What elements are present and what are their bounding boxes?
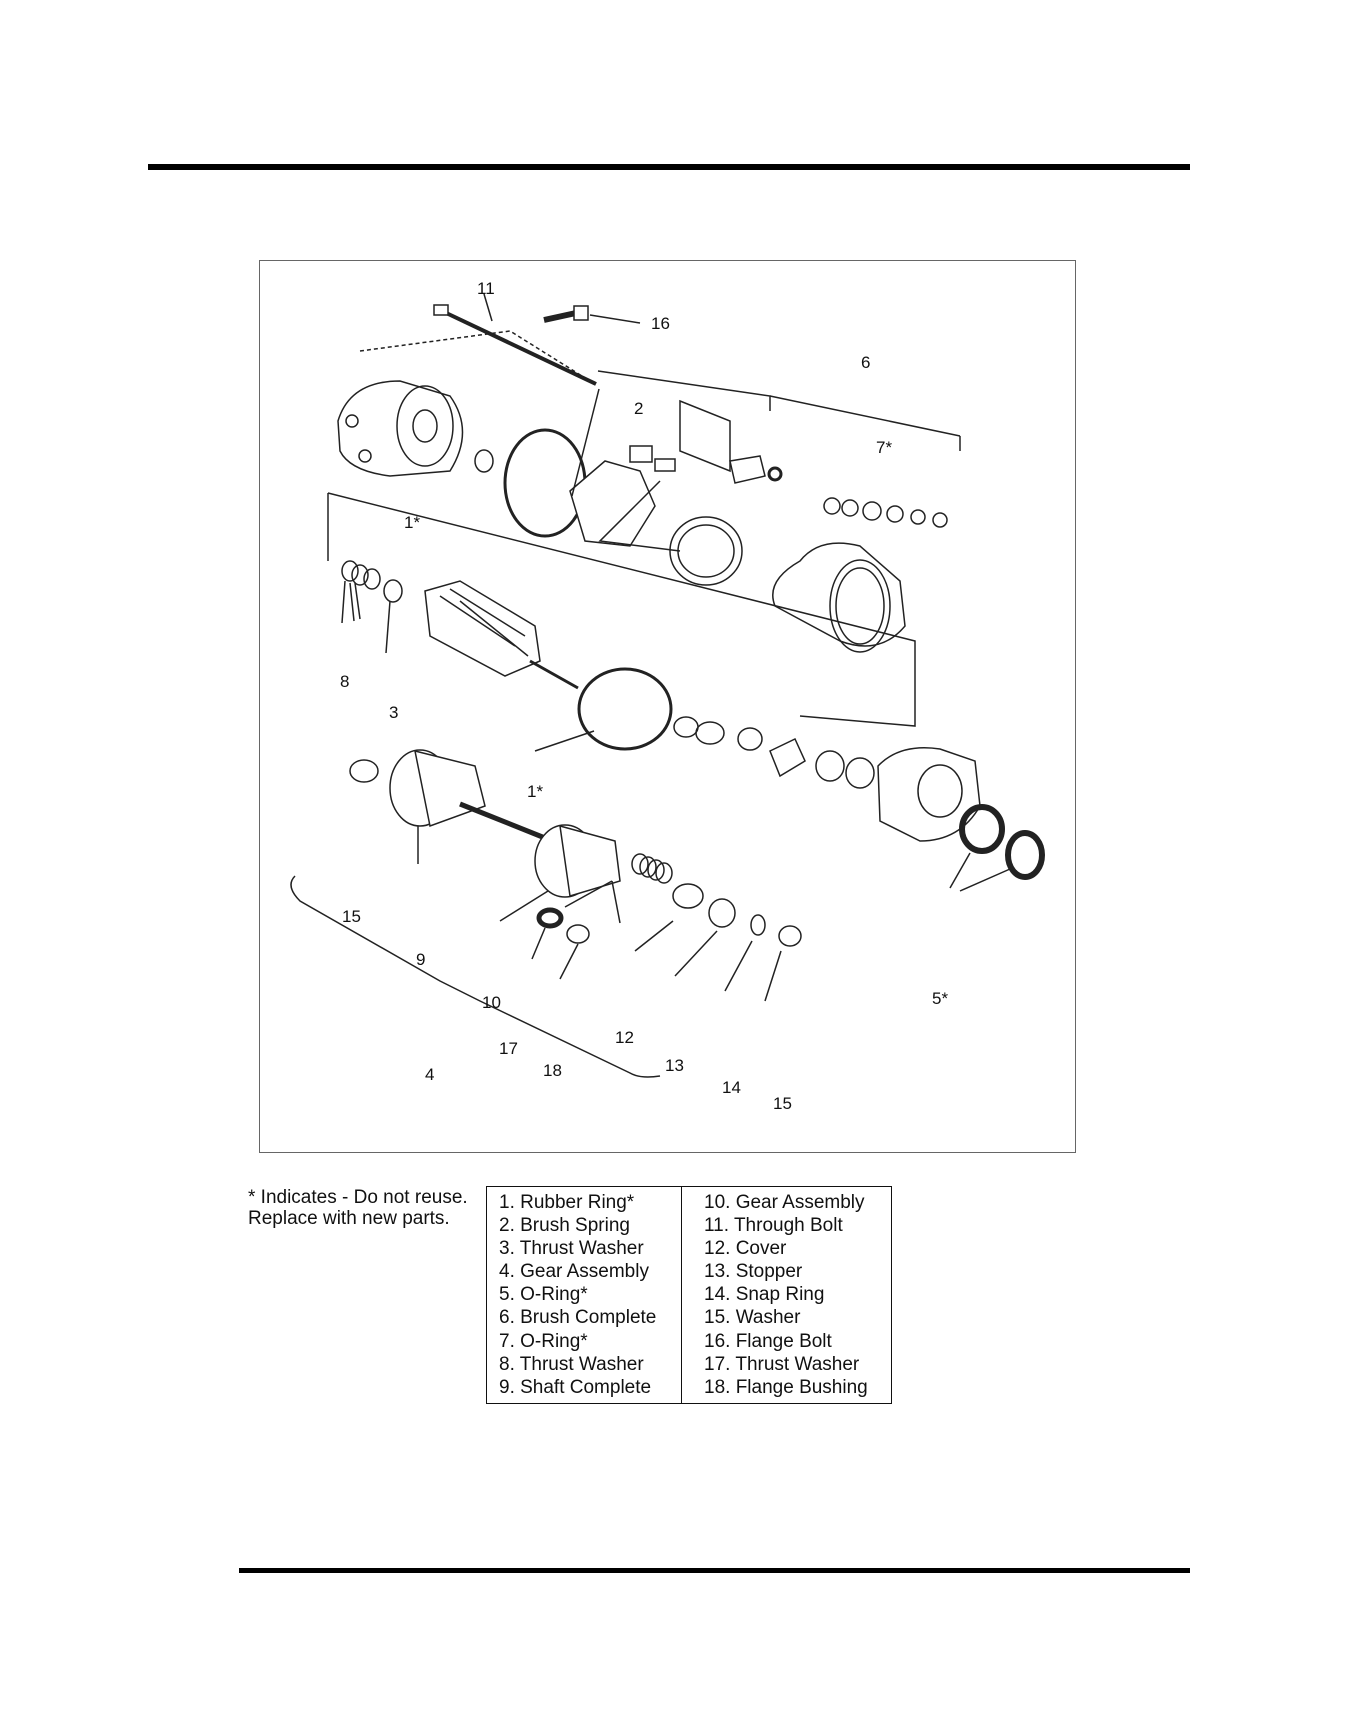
legend-item: 17. Thrust Washer — [704, 1353, 860, 1375]
legend-item: 10. Gear Assembly — [704, 1192, 865, 1213]
callout-15-right: 15 — [773, 1094, 792, 1113]
legend-item: 9. Shaft Complete — [499, 1376, 652, 1398]
callout-15-left: 15 — [342, 907, 361, 926]
callout-4: 4 — [425, 1065, 434, 1084]
callout-1-lower: 1* — [527, 782, 543, 801]
callout-14: 14 — [722, 1078, 741, 1097]
legend-column-right: 10. Gear Assembly 11. Through Bolt 12. C… — [682, 1187, 868, 1403]
bottom-rule — [239, 1568, 1190, 1573]
callout-12: 12 — [615, 1028, 634, 1047]
legend-item: 6. Brush Complete — [499, 1307, 657, 1329]
legend-item: 12. Cover — [704, 1238, 787, 1260]
callout-6: 6 — [861, 353, 870, 372]
callout-13: 13 — [665, 1056, 684, 1075]
diagram-drawing: 11 16 6 2 7* 1* 8 3 1* 15 9 10 5* 17 12 … — [290, 279, 1045, 1113]
callout-2: 2 — [634, 399, 643, 418]
callout-8: 8 — [340, 672, 349, 691]
callout-9: 9 — [416, 950, 425, 969]
reuse-note: * Indicates - Do not reuse. Replace with… — [248, 1187, 468, 1229]
callout-3: 3 — [389, 703, 398, 722]
legend-column-left: 1. Rubber Ring* 2. Brush Spring 3. Thrus… — [487, 1187, 682, 1403]
legend-item: 18. Flange Bushing — [704, 1376, 868, 1398]
legend-item: 1. Rubber Ring* — [499, 1192, 635, 1213]
callout-10: 10 — [482, 993, 501, 1012]
callout-18: 18 — [543, 1061, 562, 1080]
legend-item: 14. Snap Ring — [704, 1284, 825, 1306]
exploded-view-diagram: 11 16 6 2 7* 1* 8 3 1* 15 9 10 5* 17 12 … — [259, 260, 1076, 1153]
legend-item: 16. Flange Bolt — [704, 1330, 832, 1352]
legend-item: 4. Gear Assembly — [499, 1261, 649, 1283]
legend-item: 7. O-Ring* — [499, 1330, 588, 1352]
reuse-note-line-1: * Indicates - Do not reuse. — [248, 1187, 468, 1208]
legend-item: 5. O-Ring* — [499, 1284, 588, 1306]
legend-item: 13. Stopper — [704, 1261, 803, 1283]
legend-item: 15. Washer — [704, 1307, 801, 1329]
callout-17: 17 — [499, 1039, 518, 1058]
callout-16: 16 — [651, 314, 670, 333]
callout-7: 7* — [876, 438, 892, 457]
legend-item: 8. Thrust Washer — [499, 1353, 644, 1375]
callout-1-upper: 1* — [404, 513, 420, 532]
reuse-note-line-2: Replace with new parts. — [248, 1208, 450, 1229]
parts-legend: 1. Rubber Ring* 2. Brush Spring 3. Thrus… — [486, 1186, 892, 1404]
legend-item: 11. Through Bolt — [704, 1215, 843, 1237]
legend-item: 2. Brush Spring — [499, 1215, 630, 1237]
top-rule — [148, 164, 1190, 170]
callout-5: 5* — [932, 989, 948, 1008]
legend-item: 3. Thrust Washer — [499, 1238, 644, 1260]
callout-11: 11 — [477, 279, 495, 298]
